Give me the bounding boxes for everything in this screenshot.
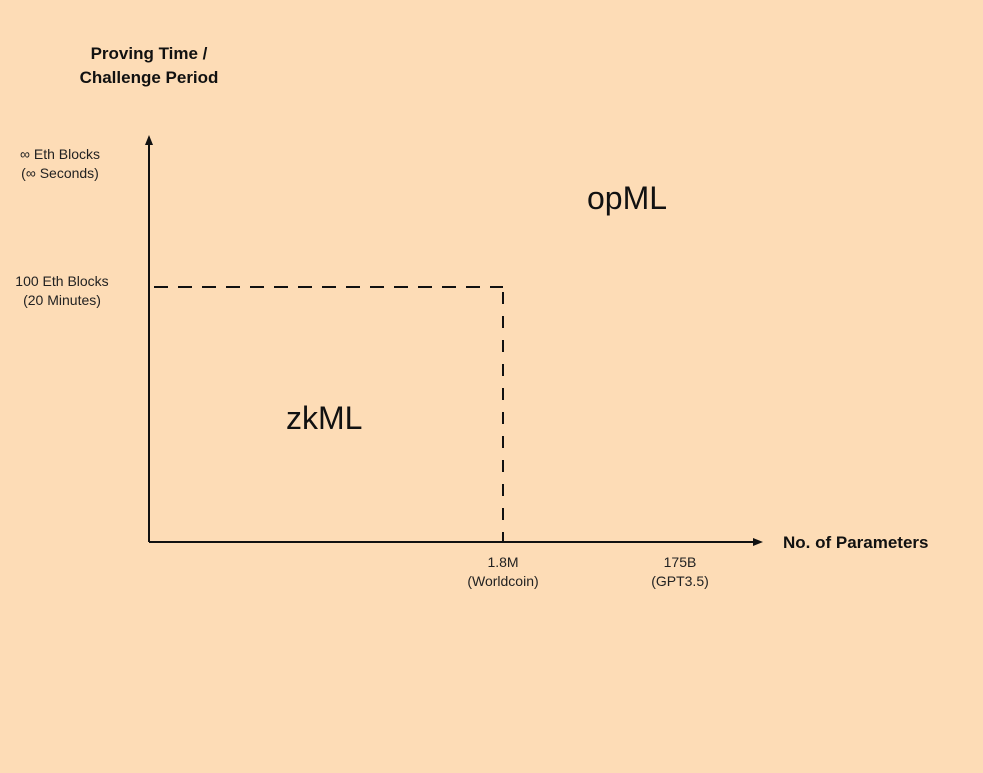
x-tick-worldcoin-line2: (Worldcoin) (467, 573, 539, 589)
zkml-region-label: zkML (286, 400, 363, 436)
opml-region-label: opML (587, 180, 668, 216)
y-axis-title: Proving Time / Challenge Period (44, 42, 254, 90)
y-axis-title-line1: Proving Time / (90, 44, 208, 63)
x-tick-gpt35: 175B (GPT3.5) (630, 553, 730, 591)
y-tick-100-blocks: 100 Eth Blocks (20 Minutes) (0, 272, 124, 310)
x-tick-worldcoin: 1.8M (Worldcoin) (453, 553, 553, 591)
y-axis-title-line2: Challenge Period (79, 68, 219, 87)
x-axis-title: No. of Parameters (783, 533, 929, 552)
x-tick-worldcoin-line1: 1.8M (487, 554, 519, 570)
y-tick-infinite-line1: ∞ Eth Blocks (19, 146, 100, 162)
x-tick-gpt35-line2: (GPT3.5) (651, 573, 709, 589)
y-tick-100-blocks-line2: (20 Minutes) (23, 292, 101, 308)
y-tick-infinite: ∞ Eth Blocks (∞ Seconds) (6, 145, 114, 183)
x-tick-gpt35-line1: 175B (663, 554, 697, 570)
y-tick-infinite-line2: (∞ Seconds) (21, 165, 99, 181)
y-tick-100-blocks-line1: 100 Eth Blocks (15, 273, 109, 289)
